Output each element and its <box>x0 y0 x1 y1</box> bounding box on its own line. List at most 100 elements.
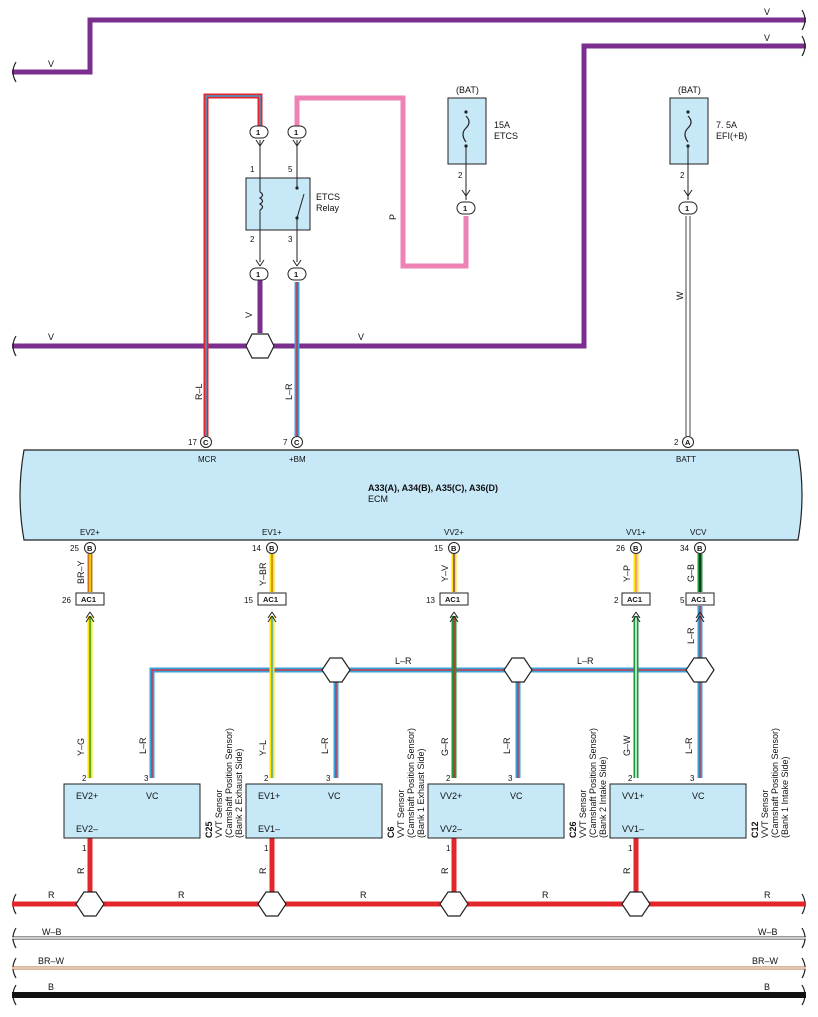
wire-label: L–R <box>138 737 148 754</box>
ac-pin-num: 5 <box>680 596 685 605</box>
ecm-pin-vcv: VCV B 34 G–B 5 AC1 <box>680 528 715 623</box>
splice-point <box>245 333 275 359</box>
fuse-pin: 2 <box>458 171 463 180</box>
wire-label: G–R <box>440 737 450 756</box>
pin-conn: C <box>294 438 300 447</box>
sensor-name: (Camshaft Position Sensor) <box>406 728 416 838</box>
sensor-code: C6 <box>386 826 396 838</box>
pin-label: BATT <box>676 455 696 464</box>
sensor-pin-label: VV2– <box>440 824 462 834</box>
wire-label: R <box>76 867 86 874</box>
sensor-name: (Bank 1 Exhaust Side) <box>416 748 426 838</box>
wire-label-r: R <box>178 890 185 900</box>
wire-label-rl: R–L <box>194 383 204 400</box>
relay-pin: 5 <box>288 165 293 174</box>
ecm-pin-vv1-plus: VV1+ B 26 Y–P 2 AC1 <box>614 528 651 623</box>
sensor-pin-label: VC <box>692 791 705 801</box>
fuse-rating: 7. 5A <box>716 120 737 130</box>
ecm-bottom-wires-upper <box>87 554 703 592</box>
pin-num: 34 <box>680 544 689 553</box>
pin-conn: B <box>87 544 93 553</box>
pin-num: 25 <box>70 544 79 553</box>
pin-label: VV2+ <box>444 528 464 537</box>
sensor-pin-num: 2 <box>264 774 269 783</box>
pin-label: VCV <box>690 528 707 537</box>
sensor-name: VVT Sensor <box>396 790 406 838</box>
ecm-name: ECM <box>368 494 388 504</box>
wire-label-r: R <box>48 890 55 900</box>
ecm-pin-ev1-plus: EV1+ B 14 Y–BR 15 AC1 <box>244 528 287 623</box>
fuse-name: ETCS <box>494 131 518 141</box>
pin-label: EV2+ <box>80 528 100 537</box>
wire-label: L–R <box>684 737 694 754</box>
ac-connector: AC1 <box>81 595 96 604</box>
ac-connector: AC1 <box>263 595 278 604</box>
fuse-pin: 2 <box>680 171 685 180</box>
wire-label: BR–Y <box>76 560 86 584</box>
splice-point <box>321 657 351 683</box>
wire-label: Y–P <box>622 565 632 582</box>
sensor-pin-label: VV2+ <box>440 791 462 801</box>
ac-pin-num: 26 <box>62 596 71 605</box>
sensor-pin-num: 1 <box>628 844 633 853</box>
pin-label: MCR <box>198 455 216 464</box>
sensor-pin-label: VC <box>510 791 523 801</box>
wire-label-lr: L–R <box>395 656 412 666</box>
wire-label-brw: BR–W <box>38 956 65 966</box>
relay-pin: 3 <box>288 235 293 244</box>
sensor-name: VVT Sensor <box>214 790 224 838</box>
connector-num: 1 <box>685 204 689 213</box>
connector-num: 1 <box>256 270 260 279</box>
relay-pin: 2 <box>250 235 255 244</box>
wire-label: Y–V <box>440 565 450 582</box>
connector-num: 1 <box>256 128 260 137</box>
pin-num: 26 <box>616 544 625 553</box>
pin-num: 7 <box>283 438 288 447</box>
sensor-pin-label: VV1– <box>622 824 644 834</box>
pin-num: 15 <box>434 544 443 553</box>
sensor-name: (Bank 2 Exhaust Side) <box>234 748 244 838</box>
ecm-pin-batt: A 2 BATT <box>674 436 696 464</box>
etcs-relay: 1 1 1 5 ETCS Relay 2 3 1 1 <box>245 125 340 281</box>
wire-label-v: V <box>764 7 770 17</box>
connector-1: 1 <box>456 189 476 215</box>
fuse-source: (BAT) <box>678 85 701 95</box>
sensor-name: VVT Sensor <box>578 790 588 838</box>
sensor-code: C25 <box>204 821 214 838</box>
ecm-box <box>19 449 803 541</box>
fuse-name: EFI(+B) <box>716 131 747 141</box>
sensor-pin-num: 1 <box>264 844 269 853</box>
splice-point <box>685 657 715 683</box>
splice-point <box>439 891 469 917</box>
wire-label-wb: W–B <box>42 927 62 937</box>
sensor-pin-label: VV1+ <box>622 791 644 801</box>
sensor-name: (Bank 2 Intake Side) <box>598 756 608 838</box>
pin-conn: B <box>269 544 275 553</box>
wire-pink <box>294 95 469 269</box>
sensor-pin-num: 3 <box>326 774 331 783</box>
sensor-name: (Bank 1 Intake Side) <box>780 756 790 838</box>
wire-label: G–B <box>686 564 696 582</box>
sensor-pin-num: 1 <box>446 844 451 853</box>
splice-point <box>75 891 105 917</box>
sensor-signal-wires <box>87 616 639 778</box>
wire-label-p: P <box>388 214 398 220</box>
pin-conn: B <box>633 544 639 553</box>
wire-label-v: V <box>48 332 54 342</box>
wire-label-v: V <box>358 332 364 342</box>
pin-conn: A <box>685 438 691 447</box>
pin-label: VV1+ <box>626 528 646 537</box>
sensor-pin-label: VC <box>328 791 341 801</box>
sensor-pin-num: 3 <box>690 774 695 783</box>
relay-name: Relay <box>316 203 340 213</box>
splice-point <box>621 891 651 917</box>
wire-label: L–R <box>502 737 512 754</box>
connector-num: 1 <box>294 270 298 279</box>
pin-label: EV1+ <box>262 528 282 537</box>
connector-num: 1 <box>294 128 298 137</box>
fuse-efi: (BAT) 7. 5A EFI(+B) 2 <box>669 85 747 200</box>
wire-label: R <box>440 867 450 874</box>
